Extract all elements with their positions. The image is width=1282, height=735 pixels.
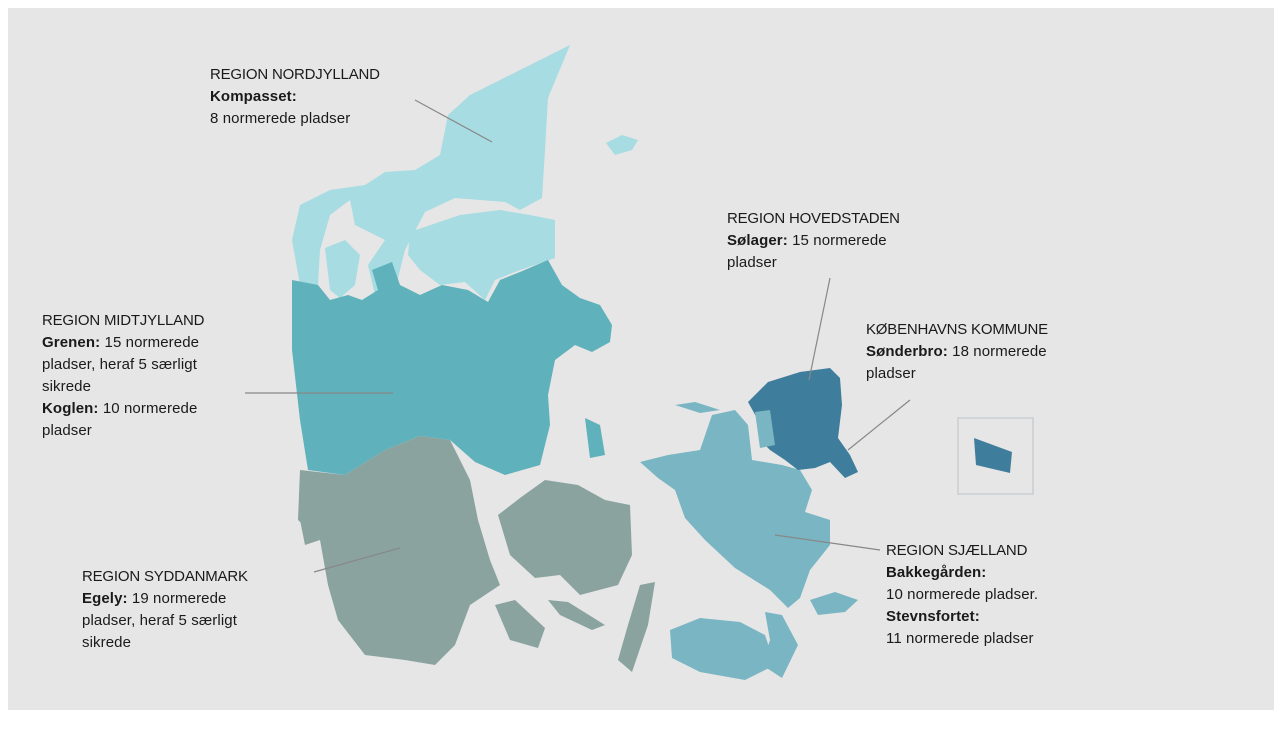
fano-island bbox=[300, 520, 320, 545]
facility-name-stevnsfortet: Stevnsfortet: bbox=[886, 608, 980, 625]
langeland-island bbox=[618, 582, 655, 672]
region-midtjylland-shape[interactable] bbox=[292, 260, 612, 475]
sejeroe-island bbox=[675, 402, 720, 413]
facility-name-soelager: Sølager: bbox=[727, 232, 788, 249]
facility-text-kompasset: 8 normerede pladser bbox=[210, 110, 351, 127]
facility-text-soelager-line2: pladser bbox=[727, 254, 777, 271]
facility-text-grenen-line2: pladser, heraf 5 særligt bbox=[42, 356, 197, 373]
facility-text-egely-line2: pladser, heraf 5 særligt bbox=[82, 612, 237, 629]
facility-text-soenderbro-line2: pladser bbox=[866, 365, 916, 382]
region-name-midtjylland: REGION MIDTJYLLAND bbox=[42, 312, 205, 329]
lolland-island bbox=[670, 618, 775, 680]
romo-island bbox=[343, 590, 358, 618]
region-name-sjaelland: REGION SJÆLLAND bbox=[886, 542, 1028, 559]
facility-text-soelager: 15 normerede bbox=[792, 232, 887, 249]
label-region-hovedstaden: REGION HOVEDSTADEN Sølager: 15 normerede… bbox=[727, 208, 900, 274]
fyn-island bbox=[498, 480, 632, 595]
facility-name-koglen: Koglen: bbox=[42, 400, 99, 417]
map-panel: REGION NORDJYLLAND Kompasset: 8 normered… bbox=[8, 8, 1274, 710]
facility-text-koglen: 10 normerede bbox=[102, 400, 198, 417]
facility-text-grenen-line3: sikrede bbox=[42, 378, 92, 395]
facility-text-egely: 19 normerede bbox=[131, 590, 227, 607]
als-island bbox=[495, 600, 545, 648]
facility-text-bakkegaarden: 10 normerede pladser. bbox=[886, 586, 1039, 603]
region-nordjylland-shape[interactable] bbox=[292, 45, 638, 300]
label-region-midtjylland: REGION MIDTJYLLAND Grenen: 15 normerede … bbox=[42, 310, 204, 442]
region-name-koebenhavn: KØBENHAVNS KOMMUNE bbox=[866, 321, 1048, 338]
region-syddanmark-shape[interactable] bbox=[298, 436, 655, 672]
leader-line-nordjylland bbox=[414, 99, 493, 143]
region-hovedstaden-shape[interactable] bbox=[748, 368, 1012, 478]
facility-text-grenen: 15 normerede bbox=[104, 334, 200, 351]
leader-lines bbox=[245, 99, 911, 573]
region-name-syddanmark: REGION SYDDANMARK bbox=[82, 568, 248, 585]
falster-island bbox=[762, 612, 798, 678]
facility-text-soenderbro: 18 normerede bbox=[952, 343, 1047, 360]
facility-name-soenderbro: Sønderbro: bbox=[866, 343, 948, 360]
label-region-sjaelland: REGION SJÆLLAND Bakkegården: 10 normered… bbox=[886, 540, 1038, 650]
laeso-island bbox=[606, 135, 638, 155]
label-region-syddanmark: REGION SYDDANMARK Egely: 19 normerede pl… bbox=[82, 566, 248, 654]
region-name-hovedstaden: REGION HOVEDSTADEN bbox=[727, 210, 900, 227]
bornholm-inset-frame bbox=[957, 417, 1034, 495]
thy-landmass bbox=[325, 240, 360, 298]
north-zealand-landmass bbox=[748, 368, 858, 478]
facility-name-grenen: Grenen: bbox=[42, 334, 101, 351]
vendsyssel-landmass bbox=[292, 45, 570, 295]
facility-name-egely: Egely: bbox=[82, 590, 128, 607]
midtjylland-landmass bbox=[292, 260, 612, 475]
facility-text-koglen-line2: pladser bbox=[42, 422, 92, 439]
region-sjaelland-shape[interactable] bbox=[640, 402, 858, 680]
facility-name-bakkegaarden: Bakkegården: bbox=[886, 564, 987, 581]
leader-line-koebenhavn bbox=[847, 399, 911, 451]
region-name-nordjylland: REGION NORDJYLLAND bbox=[210, 66, 380, 83]
leader-line-syddanmark bbox=[313, 547, 401, 573]
facility-name-kompasset: Kompasset: bbox=[210, 88, 297, 105]
bornholm-island bbox=[974, 438, 1012, 473]
leader-line-sjaelland bbox=[774, 534, 881, 551]
denmark-map bbox=[245, 45, 1034, 680]
himmerland-landmass bbox=[408, 210, 555, 300]
label-koebenhavns-kommune: KØBENHAVNS KOMMUNE Sønderbro: 18 normere… bbox=[866, 319, 1048, 385]
facility-text-egely-line3: sikrede bbox=[82, 634, 132, 651]
leader-line-hovedstaden bbox=[808, 277, 831, 381]
isefjord-inner bbox=[755, 410, 775, 448]
moen-island bbox=[810, 592, 858, 615]
aeroe-island bbox=[548, 600, 605, 630]
zealand-landmass bbox=[640, 410, 830, 608]
label-region-nordjylland: REGION NORDJYLLAND Kompasset: 8 normered… bbox=[210, 64, 380, 130]
djursland-tip bbox=[585, 418, 605, 458]
facility-text-stevnsfortet: 11 normerede pladser bbox=[886, 630, 1034, 647]
